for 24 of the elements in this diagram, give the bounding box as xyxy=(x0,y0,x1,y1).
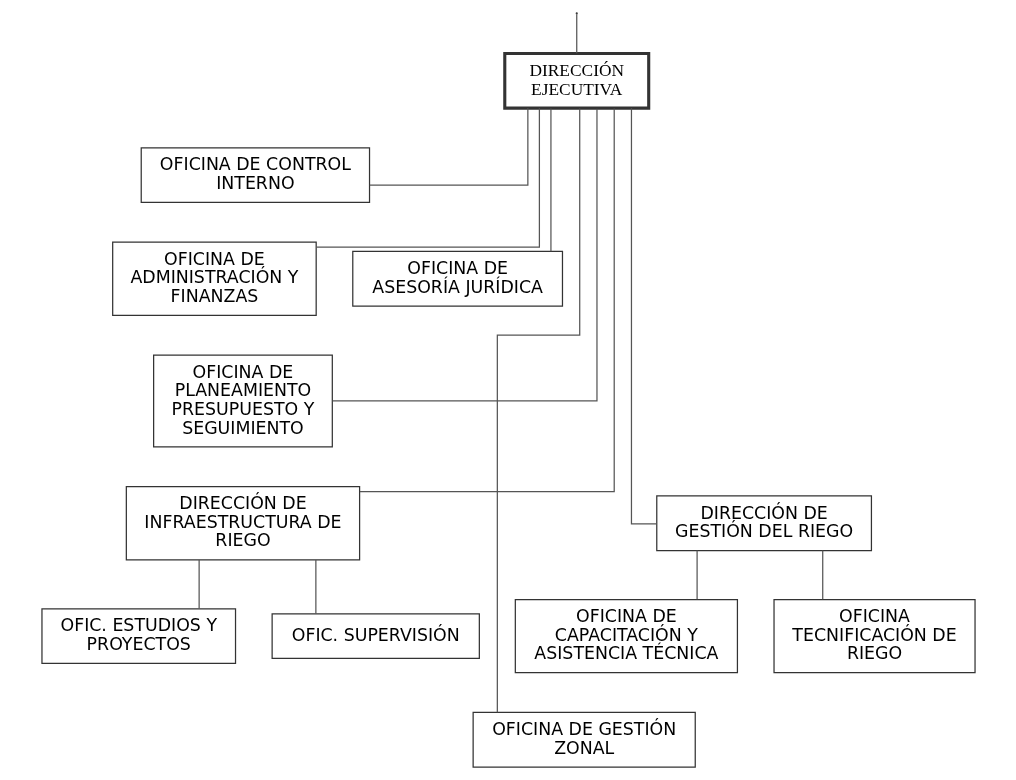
connector xyxy=(331,108,598,402)
node-box: DIRECCIÓN DE GESTIÓN DEL RIEGO xyxy=(655,495,872,552)
node-box: OFICINA DE ASESORÍA JURÍDICA xyxy=(351,250,563,307)
node-box: OFICINA DE CONTROL INTERNO xyxy=(140,147,370,204)
connector xyxy=(575,13,577,54)
node-box: DIRECCIÓN EJECUTIVA xyxy=(502,52,650,110)
connector xyxy=(630,107,657,525)
node-box: OFICINA DE GESTIÓN ZONAL xyxy=(472,711,696,768)
node-box: OFICINA DE PLANEAMIENTO PRESUPUESTO Y SEGUIMIENTO xyxy=(152,354,333,448)
node-box: OFIC. ESTUDIOS Y PROYECTOS xyxy=(40,608,236,665)
connector xyxy=(314,559,316,615)
node-box: OFICINA DE CAPACITACIÓN Y ASISTENCIA TÉCNICA xyxy=(514,598,738,674)
connector xyxy=(549,107,552,252)
node-box: OFIC. SUPERVISIÓN xyxy=(271,613,480,660)
connector xyxy=(368,107,528,186)
node-box: DIRECCIÓN DE INFRAESTRUCTURA DE RIEGO xyxy=(125,486,360,561)
connector xyxy=(496,107,580,713)
connector xyxy=(696,549,698,600)
connector xyxy=(821,549,823,600)
connector xyxy=(315,107,540,248)
node-box: OFICINA TECNIFICACIÓN DE RIEGO xyxy=(772,598,976,674)
node-box: OFICINA DE ADMINISTRACIÓN Y FINANZAS xyxy=(111,241,317,316)
connector xyxy=(198,559,200,610)
connector xyxy=(358,107,615,493)
